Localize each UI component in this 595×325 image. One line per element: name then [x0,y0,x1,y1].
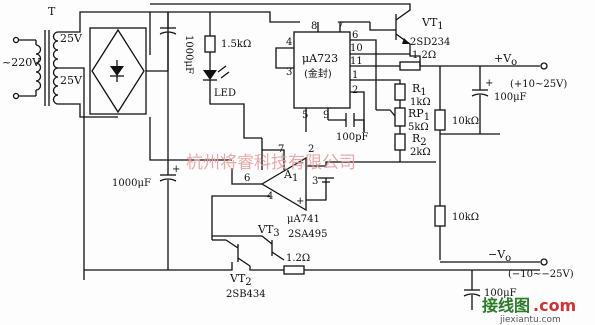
transformer: T ~220V 25V 25V [2,5,151,270]
pin-3: 3 [286,67,292,78]
pin-2: 2 [352,85,358,96]
vneg-label: −Vo [488,248,511,264]
r1 [394,83,406,101]
negative-output-stage: VT3 2SA495 VT2 2SB434 1.2Ω −Vo (−10~−25V… [84,223,574,310]
vt3-name: VT3 [257,223,280,239]
sense-res-pos-label: 1.2Ω [412,50,436,61]
rp1-value: 5kΩ [408,122,429,133]
common-wiring [83,117,232,280]
secondary-winding-top [52,31,59,69]
vt2-part: 2SB434 [226,289,266,300]
primary-terminal-bottom [12,92,20,100]
opamp-pin-6: 6 [244,173,250,184]
vpos-label: +Vo [494,52,517,68]
opamp-part: μA741 [287,214,320,225]
neg-out-cap-label: 100μF [484,288,517,299]
led-branch: 1.5kΩ LED [203,12,262,139]
main-cap-label: 1000μF [183,35,194,74]
pin-11: 11 [350,56,363,67]
ua723-ic: μA723 (金封) 8 7 4 3 6 10 11 1 2 5 9 [275,21,390,132]
main-filter-capacitor: 1000μF [159,12,194,175]
pos-out-cap-label: 100μF [494,92,527,103]
led-symbol [203,70,217,80]
compensation-cap: 100pF [328,113,368,143]
rp1 [394,107,406,127]
mid-cap-label: 1000μF [112,178,151,189]
opamp-pin-2: 2 [308,144,314,155]
r2-value: 2kΩ [410,147,431,158]
led-resistor [204,35,216,53]
r2 [394,133,406,151]
comp-cap-label: 100pF [336,132,368,143]
led-label: LED [214,88,236,99]
opamp-plus: + [296,196,304,207]
watermark-company: 杭州将睿科技有限公司 [186,153,356,173]
pin-4: 4 [286,37,292,48]
bridge-rectifier [89,27,168,115]
output-network: 10kΩ 10kΩ + 100μF [434,66,527,260]
vneg-terminal [540,258,548,266]
vpos-terminal [540,62,548,70]
pin-8: 8 [311,21,317,32]
pin-6: 6 [352,30,358,41]
pin-9: 9 [323,110,329,121]
logo-suffix: .com [533,296,576,315]
r-div-1-label: 10kΩ [452,116,479,127]
mid-capacitor: 1000μF + [112,164,180,270]
bridge-diamond [91,28,145,114]
pin-1: 1 [352,70,358,81]
vt1-transistor: VT1 2SD234 [150,3,450,66]
opamp-pin-4: 4 [267,191,273,202]
svg-text:+: + [485,78,493,89]
secondary-winding-bottom [52,67,59,105]
ic1-package: (金封) [304,67,332,80]
positive-rail [150,11,300,23]
ic1-name: μA723 [302,52,338,65]
primary-winding [35,44,42,91]
secondary-top-label: 25V [60,32,83,45]
vpos-range: (+10~25V) [510,79,567,90]
sense-resistor-pos [399,61,421,71]
site-logo: 接线图 .com jiexiantu.com [482,296,576,325]
svg-text:+: + [172,164,180,175]
r-div-2 [434,205,446,227]
opamp-pin-3: 3 [312,176,318,187]
primary-voltage-label: ~220V [2,56,41,69]
r2-name: R2 [412,132,427,148]
rp1-name: RP1 [408,107,430,123]
secondary-bottom-label: 25V [60,74,83,87]
vt1-name: VT1 [421,16,444,32]
logo-site: jiexiantu.com [499,315,561,325]
logo-text: 接线图 [482,296,530,315]
pin-5: 5 [302,110,308,121]
opamp-name: A1 [283,168,298,184]
led-resistor-label: 1.5kΩ [221,39,251,50]
sense-res-neg-label: 1.2Ω [286,253,310,264]
vt2-name: VT2 [229,272,252,288]
transformer-label: T [48,5,56,18]
r-div-2-label: 10kΩ [452,212,479,223]
vneg-range: (−10~−25V) [508,269,574,280]
vt3-part: 2SA495 [288,229,328,240]
feedback-divider: R1 1kΩ RP1 5kΩ R2 2kΩ [376,79,436,163]
r1-value: 1kΩ [410,97,431,108]
r1-name: R1 [412,82,427,98]
ua741-opamp: A1 μA741 − + 2 6 4 3 7 [211,138,400,240]
vt1-part: 2SD234 [410,37,450,48]
pin-10: 10 [350,43,363,54]
r-div-1 [434,109,446,131]
sense-resistor-neg [283,265,305,275]
primary-terminal-top [12,36,20,44]
opamp-minus: − [296,158,304,169]
